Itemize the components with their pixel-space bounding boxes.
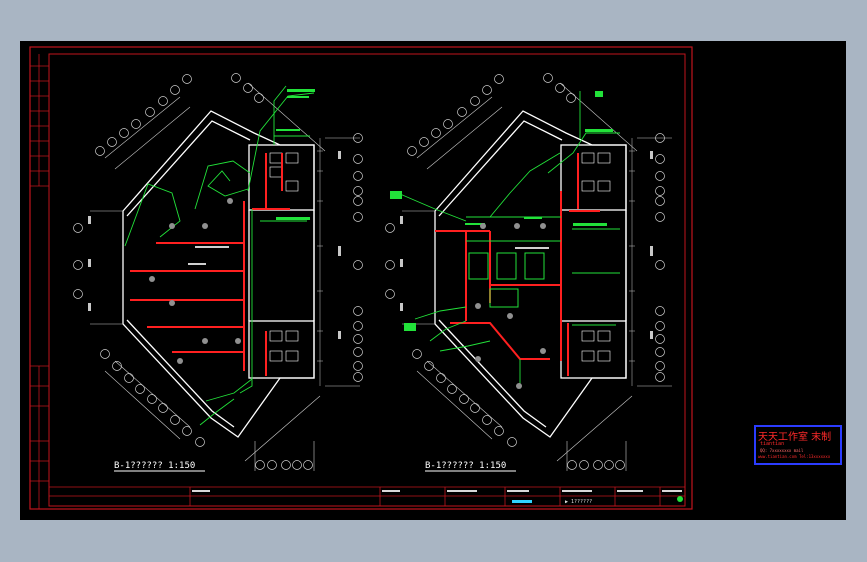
stamp-subtitle: tiantian xyxy=(760,441,785,447)
right-floor-plan: B-1?????? 1:150 xyxy=(385,73,672,472)
sheet-inner-frame xyxy=(48,53,686,507)
floor-plan-drawing: ▶ 1?????? xyxy=(29,46,693,510)
right-equipment xyxy=(468,252,545,308)
stamp-website: www.tiantian.com Tel:13xxxxxxx xyxy=(758,454,831,459)
left-floor-plan: B-1?????? 1:150 xyxy=(73,73,363,472)
right-building-walls xyxy=(434,110,627,438)
left-cable-labels xyxy=(276,89,315,220)
sheet-number-label: ▶ 1?????? xyxy=(565,499,592,505)
right-green-cables xyxy=(399,91,620,386)
sheet-outer-frame xyxy=(29,46,693,510)
cad-drawing-canvas[interactable]: ▶ 1?????? xyxy=(20,41,846,520)
right-red-pipes xyxy=(435,153,600,376)
right-plan-title: B-1?????? 1:150 xyxy=(425,461,506,471)
left-red-pipes xyxy=(130,153,290,376)
left-title-strip xyxy=(30,54,49,509)
left-green-cables xyxy=(124,85,315,426)
title-block-text xyxy=(192,490,682,503)
title-block-marker xyxy=(677,496,683,502)
stamp-contact: QQ: 7xxxxxxxx mail xyxy=(760,448,804,453)
stamp-title: 天天工作室 末制 xyxy=(758,432,832,443)
left-building-walls xyxy=(122,110,315,438)
studio-stamp: 天天工作室 末制 tiantian QQ: 7xxxxxxxx mail www… xyxy=(754,425,842,465)
bottom-title-block xyxy=(49,486,685,506)
left-plan-title: B-1?????? 1:150 xyxy=(114,461,195,471)
